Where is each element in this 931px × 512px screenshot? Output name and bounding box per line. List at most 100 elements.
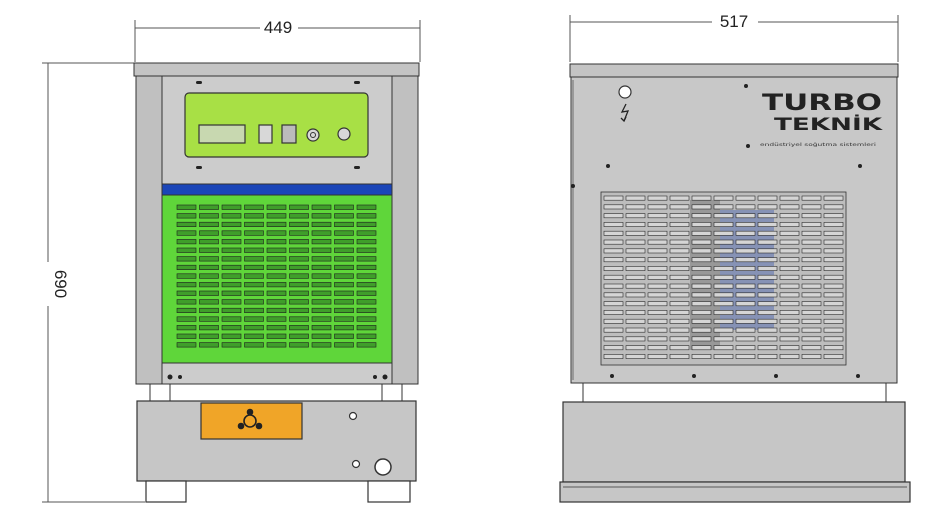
louver-slot [647, 283, 668, 289]
louver-slot [669, 345, 690, 351]
louver-slot [713, 345, 734, 351]
louver-slot [356, 282, 377, 288]
louver-slot [669, 354, 690, 359]
louver-slot [757, 283, 778, 289]
louver-slot [647, 195, 668, 201]
louver-slot [311, 230, 332, 236]
louver-slot [199, 204, 219, 210]
louver-slot [735, 354, 756, 359]
louver-slot [779, 292, 800, 298]
louver-slot [266, 213, 287, 219]
louver-slot [647, 274, 668, 280]
louver-slot [823, 283, 844, 289]
louver-slot [669, 283, 690, 289]
louver-slot [334, 264, 354, 271]
front-width-dimension [134, 20, 421, 62]
louver-slot [669, 336, 690, 342]
louver-slot [603, 274, 624, 280]
louver-slot [289, 247, 309, 253]
louver-slot [647, 266, 668, 271]
louver-slot [625, 301, 646, 307]
louver-slot [289, 213, 309, 219]
side-width-dimension [569, 15, 899, 62]
louver-slot [176, 273, 197, 279]
louver-slot [801, 230, 822, 236]
louver-slot [266, 247, 287, 253]
louver-slot [244, 325, 264, 331]
base-port-1 [348, 411, 358, 421]
front-foot-right [367, 480, 411, 503]
louver-slot [735, 345, 756, 351]
side-top-lid [569, 63, 899, 78]
louver-slot [691, 266, 712, 271]
louver-slot [266, 221, 287, 227]
louver-slot [334, 316, 354, 322]
louver-slot [691, 257, 712, 263]
louver-slot [757, 239, 778, 245]
louver-slot [823, 266, 844, 271]
louver-slot [691, 230, 712, 236]
louver-slot [691, 213, 712, 219]
louver-slot [266, 333, 287, 339]
louver-slot [334, 342, 354, 348]
louver-slot [221, 307, 242, 314]
louver-slot [244, 282, 264, 288]
louver-slot [669, 310, 690, 315]
louver-slot [801, 257, 822, 263]
louver-slot [713, 239, 734, 245]
louver-slot [176, 342, 197, 348]
louver-slot [603, 204, 624, 210]
louver-slot [669, 266, 690, 271]
louver-slot [625, 336, 646, 342]
louver-slot [801, 204, 822, 210]
louver-slot [356, 204, 377, 210]
louver-slot [625, 204, 646, 210]
louver-slot [735, 195, 756, 201]
louver-slot [199, 230, 219, 236]
louver-slot [356, 273, 377, 279]
louver-slot [735, 204, 756, 210]
louver-slot [311, 204, 332, 210]
louver-slot [311, 307, 332, 314]
louver-slot [669, 248, 690, 254]
louver-slot [625, 239, 646, 245]
louver-slot [176, 239, 197, 245]
louver-slot [603, 230, 624, 236]
louver-slot [176, 256, 197, 262]
louver-slot [334, 247, 354, 253]
louver-slot [289, 333, 309, 339]
louver-slot [199, 264, 219, 271]
louver-slot [199, 316, 219, 322]
louver-slot [603, 354, 624, 359]
louver-slot [311, 282, 332, 288]
louver-slot [266, 307, 287, 314]
base-port-2 [351, 459, 361, 469]
front-height-dimension [42, 62, 145, 503]
louver-slot [801, 327, 822, 333]
louver-slot [757, 292, 778, 298]
louver-slot [244, 333, 264, 339]
louver-slot [779, 336, 800, 342]
louver-slot [823, 336, 844, 342]
louver-slot [779, 310, 800, 315]
louver-slot [713, 283, 734, 289]
louver-slot [647, 345, 668, 351]
louver-slot [713, 274, 734, 280]
louver-slot [735, 248, 756, 254]
louver-slot [757, 257, 778, 263]
louver-slot [647, 310, 668, 315]
power-inlet [618, 85, 632, 99]
fan-symbol-icon [237, 408, 263, 430]
power-switch [258, 124, 273, 144]
louver-slot [221, 239, 242, 245]
louver-slot [757, 213, 778, 219]
louver-slot [801, 345, 822, 351]
louver-slot [647, 301, 668, 307]
louver-slot [356, 213, 377, 219]
louver-slot [779, 213, 800, 219]
indicator-lamp-1 [306, 128, 320, 142]
louver-slot [356, 325, 377, 331]
louver-slot [779, 204, 800, 210]
louver-slot [779, 230, 800, 236]
louver-slot [691, 345, 712, 351]
